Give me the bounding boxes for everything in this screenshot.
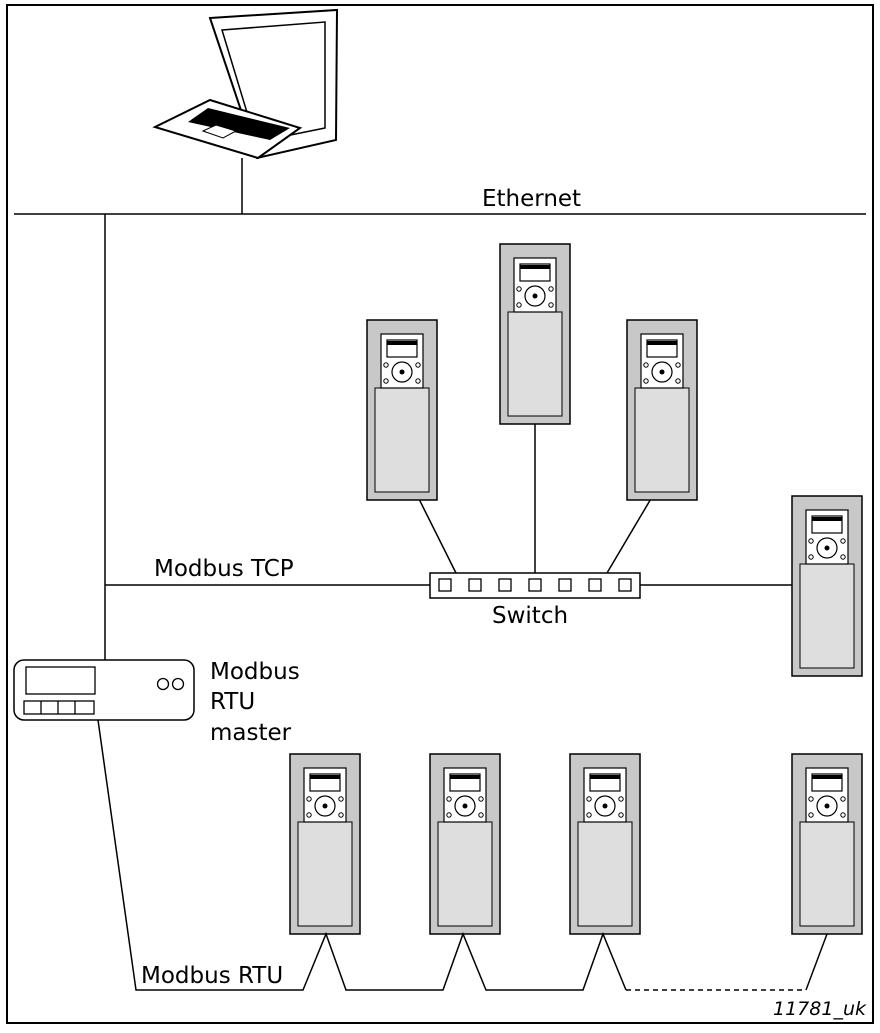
modbus-rtu-bus [97,719,627,991]
rtu-master-controller-icon [13,659,195,721]
figure-id: 11781_uk [773,998,867,1020]
ethernet-label: Ethernet [482,186,581,212]
tcp-drive-3 [626,319,698,501]
master-label-line3: master [210,720,292,746]
tcp-drive-1 [366,319,438,501]
modbus-tcp-label: Modbus TCP [154,556,294,582]
modbus-rtu-bus-end [805,933,828,991]
switch-link-3 [606,496,653,574]
switch-label: Switch [492,603,568,629]
rtu-drive-3 [569,753,641,935]
rtu-drive-1 [289,753,361,935]
master-label-line1: Modbus [210,659,300,685]
tcp-drive-2 [499,243,571,425]
master-label-line2: RTU [210,689,255,715]
rtu-drive-4 [791,753,863,935]
rtu-drive-2 [429,753,501,935]
modbus-rtu-label: Modbus RTU [141,963,283,989]
figure-border [6,4,874,1024]
switch-link-1 [417,496,457,574]
network-switch-icon [429,572,641,599]
laptop-icon [152,8,339,160]
tcp-drive-4 [791,495,863,677]
